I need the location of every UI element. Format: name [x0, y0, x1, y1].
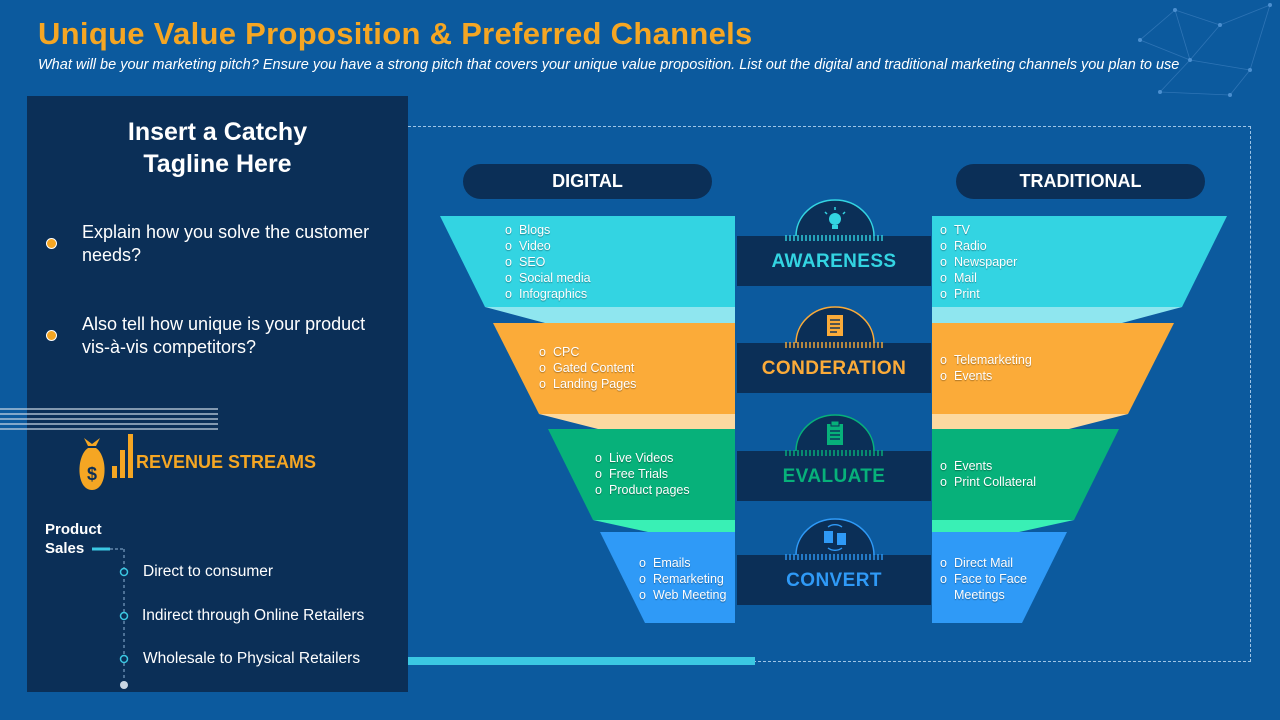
- list-item: CPC: [539, 344, 636, 360]
- traditional-list-consideration: Telemarketing Events: [940, 352, 1032, 384]
- list-item: Gated Content: [539, 360, 636, 376]
- bullet-text: Also tell how unique is your product vis…: [82, 314, 366, 357]
- svg-text:$: $: [87, 464, 97, 484]
- stage-label-consideration: CONDERATION: [761, 358, 907, 379]
- list-item: Radio: [940, 238, 1017, 254]
- list-item: Landing Pages: [539, 376, 636, 392]
- stage-label-convert: CONVERT: [786, 570, 882, 591]
- digital-list-evaluate: Live Videos Free Trials Product pages: [595, 450, 690, 498]
- list-item: Product pages: [595, 482, 690, 498]
- traditional-list-awareness: TV Radio Newspaper Mail Print: [940, 222, 1017, 302]
- digital-list-consideration: CPC Gated Content Landing Pages: [539, 344, 636, 392]
- money-bag-chart-icon: $: [79, 434, 133, 490]
- list-item: Newspaper: [940, 254, 1017, 270]
- stream-item: Indirect through Online Retailers: [142, 607, 365, 624]
- list-item: Events: [940, 368, 1032, 384]
- product-sales-line-1: Product: [45, 521, 102, 538]
- list-item: Remarketing: [639, 571, 726, 587]
- tagline-line-1: Insert a Catchy: [127, 118, 308, 146]
- network-decoration: [1138, 3, 1272, 97]
- tagline: Insert a Catchy Tagline Here: [27, 116, 408, 180]
- list-item: Mail: [940, 270, 1017, 286]
- page-title: Unique Value Proposition & Preferred Cha…: [38, 16, 753, 51]
- traditional-header: TRADITIONAL: [956, 164, 1205, 199]
- list-item: Web Meeting: [639, 587, 726, 603]
- value-proposition-panel: Insert a Catchy Tagline Here Explain how…: [27, 96, 408, 692]
- list-item: Infographics: [505, 286, 591, 302]
- product-sales-label: Product Sales: [45, 520, 102, 558]
- list-item: Direct Mail: [940, 555, 1027, 571]
- list-item: Face to Face: [940, 571, 1027, 587]
- list-item: Social media: [505, 270, 591, 286]
- digital-header: DIGITAL: [463, 164, 712, 199]
- bullet-dot-icon: [46, 238, 57, 249]
- list-item: SEO: [505, 254, 591, 270]
- stream-item: Wholesale to Physical Retailers: [143, 650, 361, 667]
- clipboard-icon: [785, 414, 883, 456]
- document-icon: [785, 306, 883, 348]
- tagline-line-2: Tagline Here: [143, 150, 292, 178]
- traditional-list-convert: Direct Mail Face to Face Meetings: [940, 555, 1027, 603]
- bullet-dot-icon: [46, 330, 57, 341]
- digital-list-awareness: Blogs Video SEO Social media Infographic…: [505, 222, 591, 302]
- stripe-divider: [0, 408, 218, 430]
- product-sales-line-2: Sales: [45, 540, 85, 557]
- stage-label-awareness: AWARENESS: [771, 251, 897, 272]
- list-item: Live Videos: [595, 450, 690, 466]
- list-item: TV: [940, 222, 1017, 238]
- revenue-streams-label: REVENUE STREAMS: [136, 452, 317, 472]
- traditional-list-evaluate: Events Print Collateral: [940, 458, 1036, 490]
- dashed-frame: [408, 126, 1251, 662]
- list-item: Blogs: [505, 222, 591, 238]
- streams-timeline: [92, 547, 129, 689]
- bullet-text: Explain how you solve the customer needs…: [82, 222, 370, 265]
- lightbulb-icon: [785, 199, 883, 241]
- stage-label-evaluate: EVALUATE: [782, 466, 886, 487]
- list-item: Emails: [639, 555, 726, 571]
- list-item: Print: [940, 286, 1017, 302]
- stream-item: Direct to consumer: [143, 563, 274, 580]
- digital-list-convert: Emails Remarketing Web Meeting: [639, 555, 726, 603]
- list-item-continued: Meetings: [954, 588, 1005, 602]
- list-item: Events: [940, 458, 1036, 474]
- list-item: Free Trials: [595, 466, 690, 482]
- list-item: Print Collateral: [940, 474, 1036, 490]
- list-item: Telemarketing: [940, 352, 1032, 368]
- accent-bar: [408, 657, 755, 665]
- page-subtitle: What will be your marketing pitch? Ensur…: [38, 57, 1180, 73]
- list-item: Video: [505, 238, 591, 254]
- exchange-icon: [785, 518, 883, 560]
